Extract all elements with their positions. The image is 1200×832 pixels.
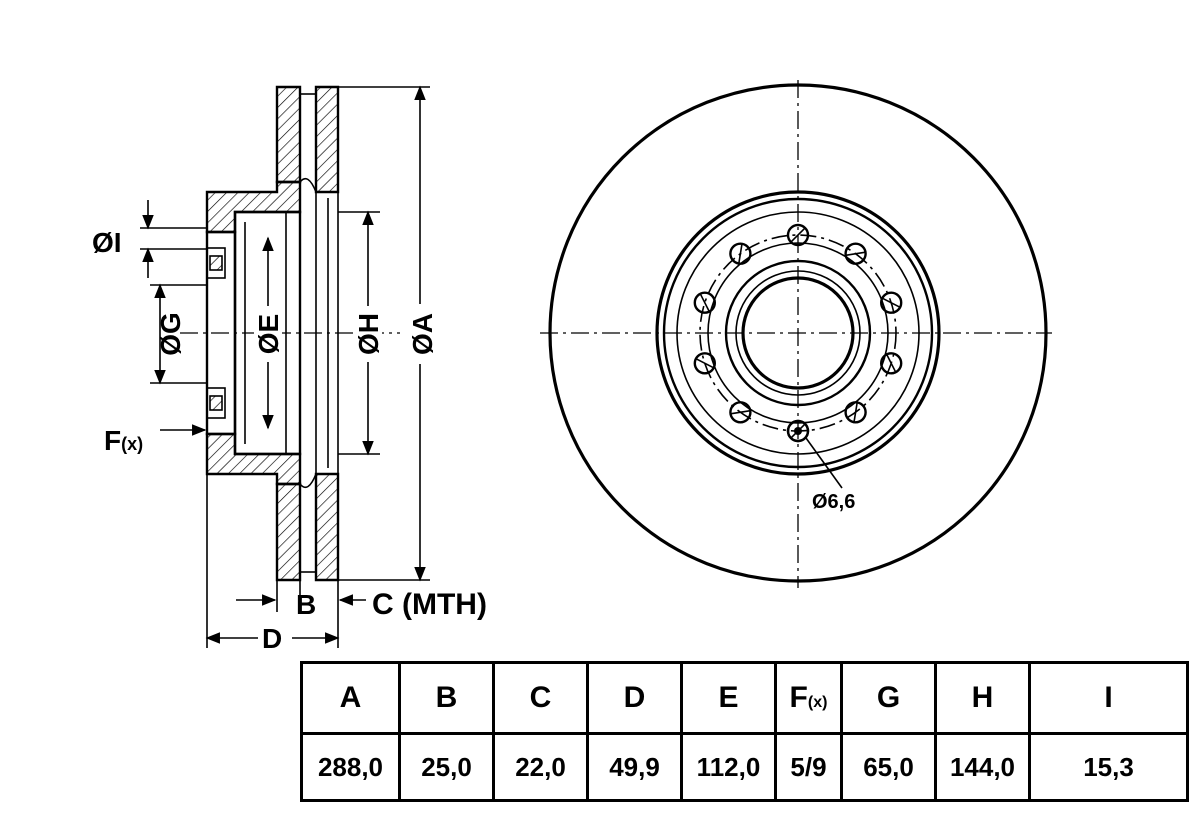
bolt-hole — [693, 352, 716, 375]
locating-hole — [786, 419, 810, 443]
friction-ring-inner-edge — [655, 190, 941, 476]
value-e: 112,0 — [680, 732, 777, 802]
bolt-hole — [693, 291, 716, 314]
bolt-hole-mark — [845, 251, 866, 257]
value-f: 5/9 — [774, 732, 843, 802]
value-i: 15,3 — [1028, 732, 1189, 802]
label-diam-a: ØA — [407, 313, 438, 355]
bolt-hole — [880, 352, 903, 375]
bolt-hole — [786, 223, 810, 247]
value-d: 49,9 — [586, 732, 683, 802]
bolt-hole-mark — [881, 297, 901, 309]
header-d: D — [586, 661, 683, 735]
bolt-hole-mark — [885, 354, 897, 373]
header-b: B — [398, 661, 495, 735]
front-view: Ø6,6 — [540, 80, 1052, 588]
header-e: E — [680, 661, 777, 735]
bolt-hole — [729, 401, 752, 424]
specifications-table: A B C D E F(x) G H I 288,0 25,0 22,0 49,… — [300, 661, 1189, 802]
label-diam-i: ØI — [92, 227, 122, 258]
label-bolt-hole: Ø6,6 — [812, 491, 855, 513]
inner-plate-lower — [314, 472, 340, 582]
value-a: 288,0 — [300, 732, 401, 802]
header-h: H — [934, 661, 1031, 735]
inner-plate-upper — [314, 85, 340, 194]
label-diam-e: ØE — [253, 314, 284, 354]
center-bore — [741, 276, 855, 390]
side-section-view: ØI ØG ØE ØH ØA F(x) B C — [92, 85, 487, 654]
bolt-hole — [729, 242, 752, 265]
table-value-row: 288,0 25,0 22,0 49,9 112,0 5/9 65,0 144,… — [300, 732, 1189, 802]
bolt-hole-mark — [853, 402, 858, 423]
value-b: 25,0 — [398, 732, 495, 802]
bolt-hole-mark — [699, 293, 711, 312]
label-b: B — [296, 589, 316, 620]
value-h: 144,0 — [934, 732, 1031, 802]
outer-plate-lower — [275, 482, 302, 582]
disc-outer-edge — [548, 83, 1048, 583]
bolt-hole-mark — [730, 409, 751, 415]
bolt-hole-mark — [738, 243, 743, 264]
header-i: I — [1028, 661, 1189, 735]
label-diam-h: ØH — [353, 313, 384, 355]
header-f: F(x) — [774, 661, 843, 735]
label-c-mth: C (MTH) — [372, 588, 487, 621]
label-d: D — [262, 623, 282, 654]
value-g: 65,0 — [840, 732, 937, 802]
bolt-hole — [880, 291, 903, 314]
header-c: C — [492, 661, 589, 735]
table-header-row: A B C D E F(x) G H I — [300, 661, 1189, 735]
value-c: 22,0 — [492, 732, 589, 802]
bolt-holes — [693, 223, 903, 443]
bolt-hole — [844, 401, 867, 424]
label-f: F(x) — [104, 425, 143, 456]
label-diam-g: ØG — [155, 312, 186, 356]
bolt-hole-mark — [695, 357, 715, 369]
bolt-hole — [844, 242, 867, 265]
header-g: G — [840, 661, 937, 735]
header-a: A — [300, 661, 401, 735]
bolt-hole-mark — [790, 227, 806, 243]
outer-plate-upper — [275, 85, 302, 184]
